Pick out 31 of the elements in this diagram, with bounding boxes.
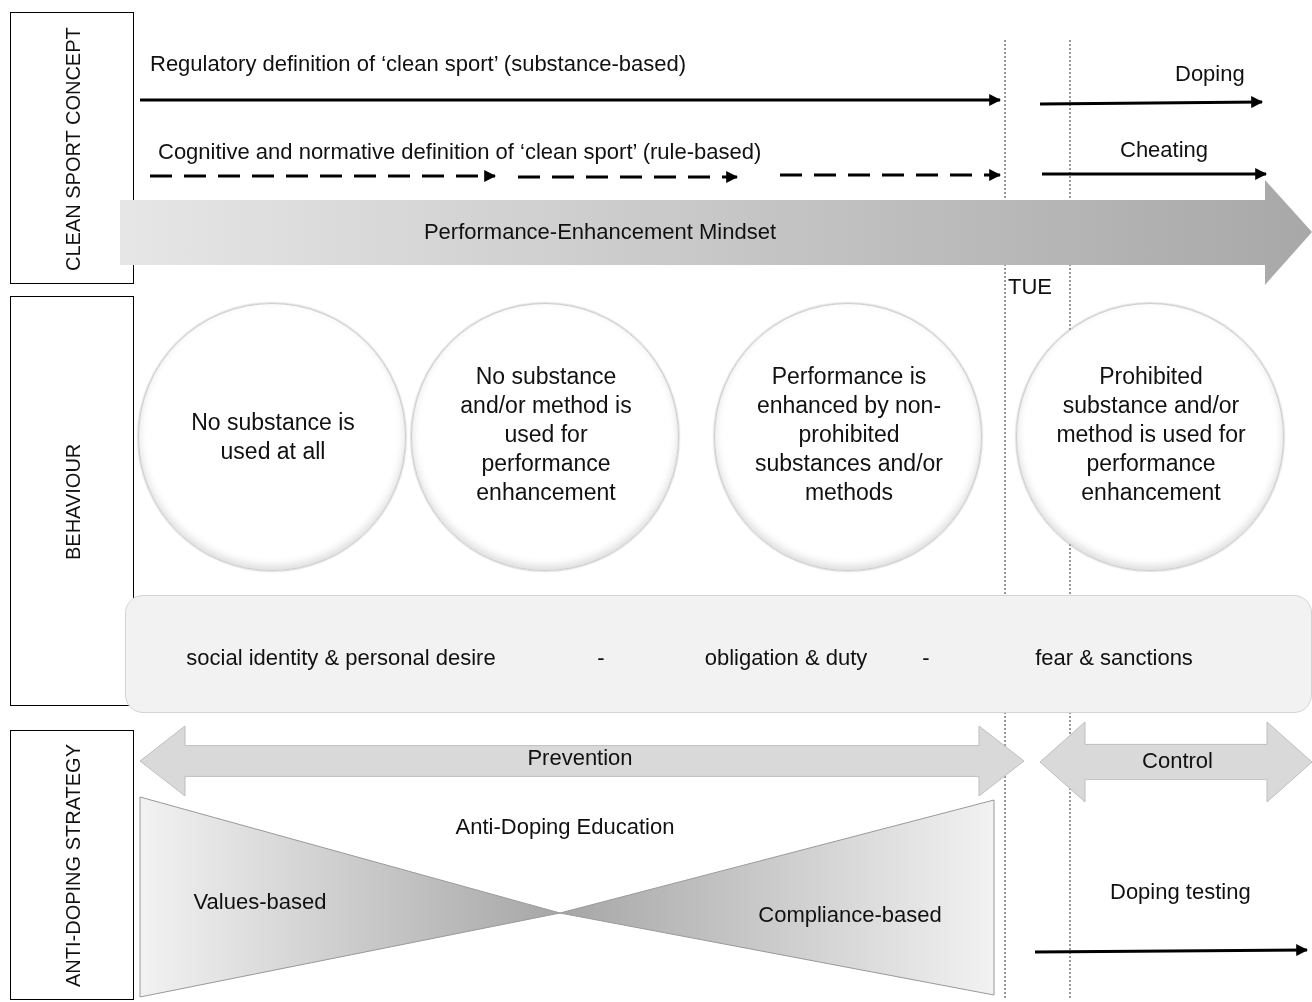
motivation-text: social identity & personal desire <box>185 644 497 671</box>
motivation-text: obligation & duty <box>703 644 869 671</box>
motivation-band <box>125 595 1312 713</box>
banner-text: Control <box>1141 747 1214 774</box>
education-text: Compliance-based <box>757 901 943 928</box>
section-title: CLEAN SPORT CONCEPT <box>61 26 85 273</box>
education-text: Anti-Doping Education <box>454 813 676 840</box>
banner-text: Prevention <box>526 744 634 771</box>
circle-text: No substance is used at all <box>190 408 356 466</box>
section-band <box>10 730 134 1000</box>
annotation-text: Doping testing <box>1110 878 1251 905</box>
section-title: BEHAVIOUR <box>61 442 85 563</box>
annotation-text: Cognitive and normative definition of ‘clean sport’ (rule-based) <box>158 138 762 165</box>
annotation-text: Cheating <box>1120 136 1209 163</box>
double-arrow-banner <box>1040 722 1312 802</box>
circle-text: Prohibited substance and/or method is used for performance enhancement <box>1055 362 1247 507</box>
education-text: Values-based <box>192 888 328 915</box>
motivation-text: fear & sanctions <box>1034 644 1194 671</box>
motivation-text: - <box>596 644 606 671</box>
double-arrow-banner <box>140 726 1024 796</box>
section-band <box>10 12 134 284</box>
section-band <box>10 296 134 706</box>
annotation-text: Doping <box>1175 60 1245 87</box>
motivation-text: - <box>921 644 931 671</box>
annotation-text: Regulatory definition of ‘clean sport’ (substance-based) <box>150 50 687 77</box>
section-title: ANTI-DOPING STRATEGY <box>61 743 85 990</box>
education-bowtie-shape <box>140 795 994 1000</box>
annotation-text: TUE <box>1008 273 1052 300</box>
circle-text: No substance and/or method is used for performance enhancement <box>459 362 633 507</box>
circle-text: Performance is enhanced by non-prohibited substances and/or methods <box>754 362 944 507</box>
arrow-text: Performance-Enhancement Mindset <box>422 218 778 245</box>
